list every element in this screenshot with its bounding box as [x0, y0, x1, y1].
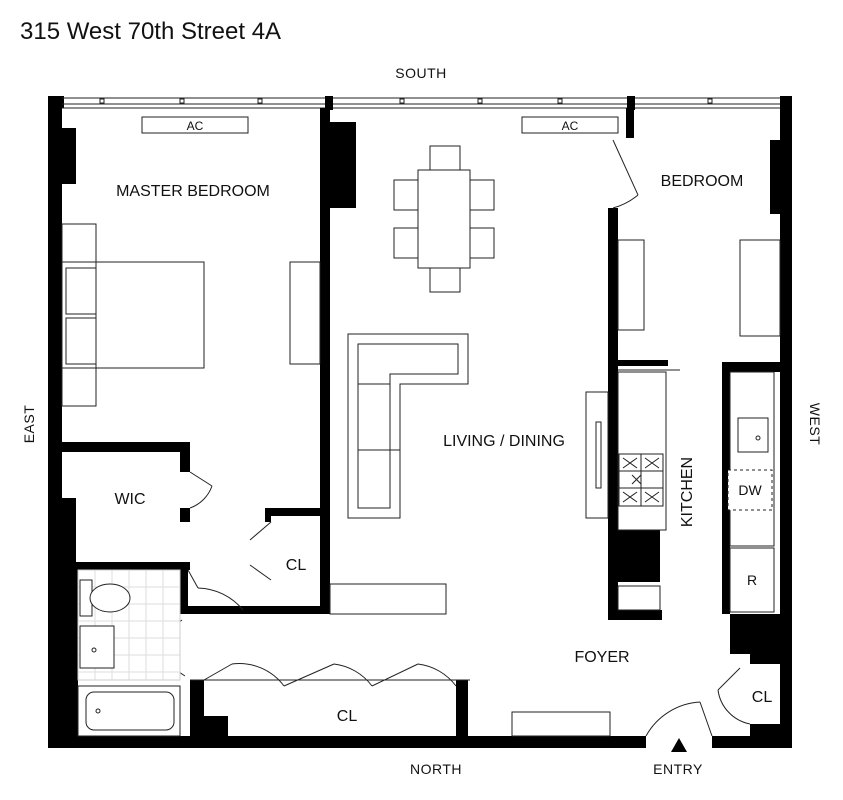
bedroom-furniture-right	[739, 239, 781, 337]
compass-north: NORTH	[410, 761, 462, 777]
sectional-sofa	[347, 333, 469, 519]
label-kitchen: KITCHEN	[679, 457, 696, 527]
south-window-wall	[48, 96, 792, 110]
sink-icon	[737, 417, 769, 453]
compass-east: EAST	[21, 405, 37, 444]
refrigerator-icon	[729, 547, 775, 613]
label-bedroom: BEDROOM	[661, 173, 744, 190]
label-living-dining: LIVING / DINING	[443, 433, 565, 450]
toilet-icon	[79, 579, 131, 617]
bed-double	[61, 223, 205, 407]
bathroom-sink-icon	[79, 625, 115, 669]
interior-walls	[62, 108, 792, 736]
label-closet-hall: CL	[337, 708, 358, 725]
foyer-console	[511, 711, 611, 737]
bench	[329, 583, 447, 615]
bedroom-furniture-left	[617, 239, 645, 331]
entry-arrow-icon	[671, 738, 687, 752]
label-wic: WIC	[114, 491, 145, 508]
plan-title: 315 West 70th Street 4A	[20, 18, 282, 45]
bathtub-icon	[77, 685, 181, 737]
dishwasher-icon	[727, 469, 773, 511]
compass-south: SOUTH	[395, 65, 447, 81]
label-master-bedroom: MASTER BEDROOM	[116, 183, 270, 200]
label-closet-master: CL	[286, 557, 307, 574]
label-entry: ENTRY	[653, 761, 703, 777]
kitchen-cabinet-bottom	[617, 585, 661, 611]
media-console	[585, 391, 609, 519]
compass-west: WEST	[807, 403, 823, 445]
label-closet-entry: CL	[752, 689, 773, 706]
stove-icon	[618, 453, 664, 507]
kitchen-counter-right	[729, 371, 775, 547]
label-ac-master: AC	[187, 119, 204, 133]
dresser	[289, 261, 321, 365]
label-ac-living: AC	[562, 119, 579, 133]
door-swings	[159, 139, 751, 737]
label-foyer: FOYER	[574, 649, 629, 666]
dining-table	[393, 145, 495, 293]
label-refrigerator: R	[747, 572, 757, 588]
ac-unit-master	[141, 116, 249, 134]
label-dishwasher: DW	[738, 482, 762, 498]
ac-unit-living	[521, 116, 619, 134]
